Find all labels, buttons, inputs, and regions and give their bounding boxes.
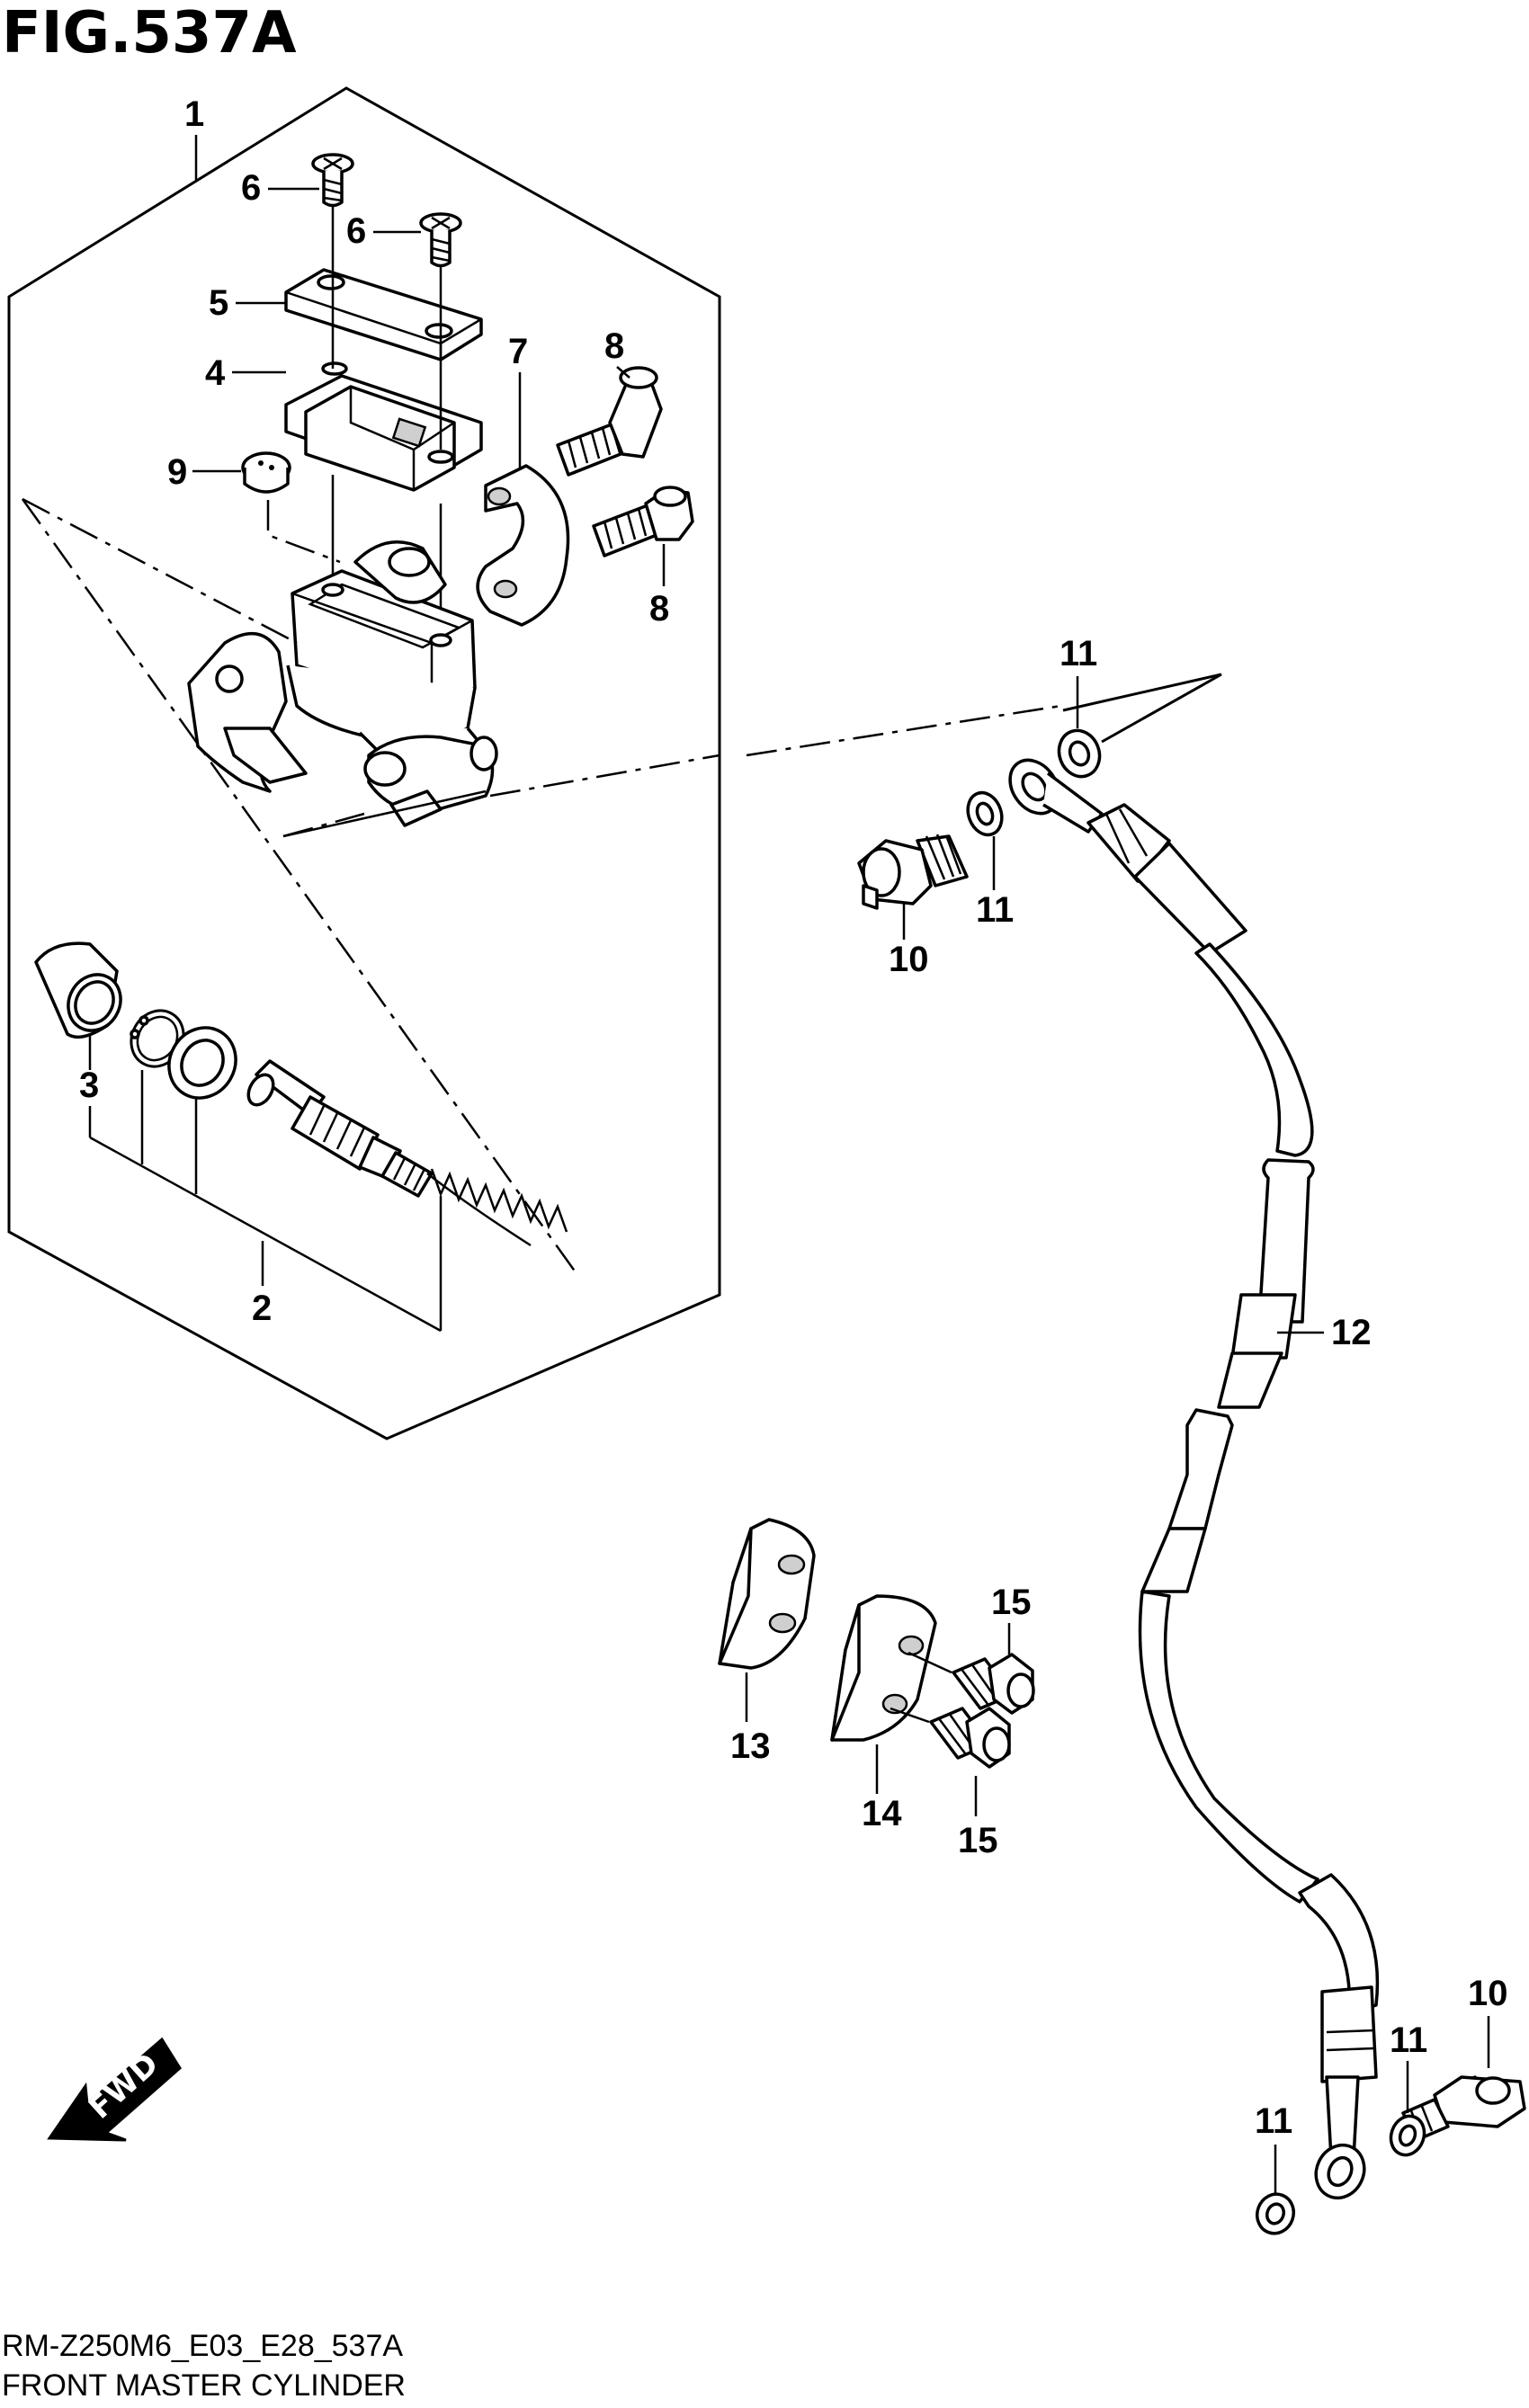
callout-6-upper[interactable]: 6 [241,168,261,208]
figure-title: FIG.537A [2,0,297,67]
banjo-bolt-10-upper[interactable] [857,834,969,910]
callout-1[interactable]: 1 [184,94,204,134]
reservoir-cap-5[interactable] [284,268,483,361]
brake-hose-12[interactable] [1000,751,1380,2206]
callout-5[interactable]: 5 [209,283,228,323]
callout-10-upper[interactable]: 10 [889,940,929,979]
banjo-bolt-10-lower[interactable] [1401,2075,1526,2142]
guide-line-outlet-d [282,789,487,838]
guide-line-piston [21,498,577,1273]
guide-line-washer-a [1101,673,1222,744]
callout-11-upper-right[interactable]: 11 [1060,634,1097,673]
callout-4[interactable]: 4 [205,353,226,393]
hose-guide-13[interactable] [718,1518,816,1670]
guide-line-bracket [22,497,298,645]
callout-15-upper[interactable]: 15 [991,1583,1032,1622]
callout-12[interactable]: 12 [1331,1313,1372,1352]
bolt-15-lower[interactable] [929,1707,1011,1769]
guide-line-outlet-b [489,754,720,798]
callout-11-lower-right[interactable]: 11 [1390,2020,1427,2060]
callout-9[interactable]: 9 [167,452,187,492]
guide-line-15-upper [908,1651,952,1674]
diaphragm-plate-4[interactable] [284,361,483,492]
callout-11-lower-left[interactable]: 11 [1255,2101,1292,2141]
washer-11-upper-left[interactable] [962,788,1007,839]
bolt-8-upper[interactable] [556,366,663,477]
leader-2-b [89,1136,442,1333]
callout-8-upper[interactable]: 8 [604,326,624,366]
callout-3[interactable]: 3 [79,1066,99,1105]
callout-2[interactable]: 2 [252,1289,272,1328]
guide-line-9 [266,500,341,564]
boot-3[interactable] [34,941,130,1040]
callout-8-lower[interactable]: 8 [649,589,669,629]
washer-11-upper-right[interactable] [1052,725,1105,782]
screw-6-upper[interactable] [311,153,354,208]
washer-11-lower-right[interactable] [1386,2111,1430,2160]
callout-14[interactable]: 14 [862,1794,902,1833]
guide-line-outlet-c [746,704,1062,757]
piston[interactable] [244,1059,434,1198]
callout-11-upper-left[interactable]: 11 [976,890,1014,930]
guide-line-15-lower [890,1707,930,1724]
callout-6-lower[interactable]: 6 [346,211,366,251]
holder-clamp-7[interactable] [476,464,570,627]
assembly-boundary [7,86,721,1440]
callout-10-lower[interactable]: 10 [1468,1974,1508,2013]
guide-line-washer-b [1062,673,1222,712]
washer-11-lower-left[interactable] [1252,2189,1300,2238]
rubber-cap-9[interactable] [241,451,291,494]
figure-code: RM-Z250M6_E03_E28_537A [2,2329,403,2363]
screw-6-lower[interactable] [419,212,462,268]
washer[interactable] [156,1015,248,1110]
bolt-15-upper[interactable] [952,1653,1035,1715]
figure-name: FRONT MASTER CYLINDER [2,2368,406,2403]
callout-15-lower[interactable]: 15 [958,1821,998,1860]
fwd-arrow-icon: FWD [47,2037,182,2142]
spring[interactable] [426,1168,568,1247]
hose-guide-14[interactable] [830,1594,937,1742]
bolt-8-lower[interactable] [592,486,694,557]
callout-7[interactable]: 7 [508,332,528,371]
master-cylinder-body[interactable] [187,540,498,827]
leader-8-upper [616,366,630,379]
callout-13[interactable]: 13 [730,1726,771,1766]
